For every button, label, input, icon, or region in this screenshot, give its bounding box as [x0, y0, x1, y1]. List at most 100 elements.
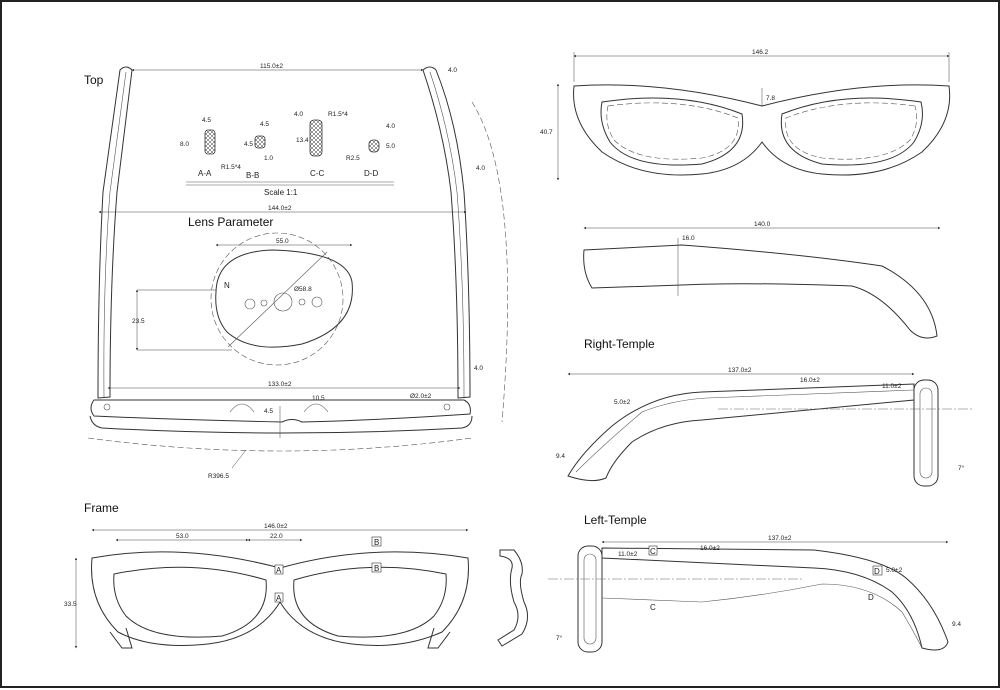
- dim-tp-16: 16.0: [682, 235, 695, 242]
- frame-right-temple-stub: [427, 627, 451, 649]
- dim-top-4b: 4.0: [476, 165, 485, 172]
- dim-sec-45c: 4.5: [244, 141, 253, 148]
- dim-rt-7: 7°: [958, 464, 965, 472]
- section-c-bottom: C: [650, 603, 656, 612]
- dim-lt-94: 9.4: [952, 621, 961, 628]
- dim-sec-80: 8.0: [180, 141, 189, 148]
- frame-left-temple-stub: [109, 627, 133, 649]
- dim-top-4c: 4.0: [474, 365, 483, 372]
- left-temple-view: Left-Temple 137.0±2 11.0±2 16.0±2 5.0±2 …: [548, 513, 961, 653]
- dim-tp-140: 140.0: [754, 221, 771, 228]
- lens-hole-right-small: [298, 298, 306, 306]
- dim-top-4a: 4.0: [448, 67, 457, 74]
- dim-fr-78: 7.8: [766, 95, 775, 102]
- frame-title: Frame: [84, 501, 119, 515]
- lens-mark: N: [224, 281, 230, 290]
- dim-lt-137: 137.0±2: [768, 535, 792, 542]
- section-cc-profile: [309, 119, 323, 157]
- right-temple-outline: [567, 383, 915, 482]
- lens-circle: [210, 232, 344, 366]
- dim-sec-40a: 4.0: [294, 111, 303, 118]
- left-temple-lower-edge: [601, 583, 923, 649]
- frame-view: Frame 146.0±2 53.0 22.0 33.5 A A B B: [64, 501, 528, 649]
- frame-left-lens: [113, 566, 267, 638]
- lens-center-circle: [273, 292, 293, 312]
- dim-lt-16: 16.0±2: [700, 545, 720, 552]
- dim-top-45: 4.5: [264, 408, 273, 415]
- top-temple-sweep: [471, 101, 508, 423]
- top-hinge-left: [103, 403, 111, 411]
- dim-sec-50: 5.0: [386, 143, 395, 150]
- dim-rt-94: 9.4: [556, 453, 565, 460]
- lens-parameter-title: Lens Parameter: [188, 215, 273, 229]
- lens-hole-left-small: [260, 299, 268, 307]
- front-view-top: 146.2 40.7 7.8: [540, 49, 951, 181]
- top-left-temple: [97, 66, 133, 399]
- dim-top-144: 144.0±2: [268, 205, 292, 212]
- top-view-title: Top: [84, 73, 104, 87]
- section-b-top: B: [374, 538, 379, 547]
- top-front-bar-lower: [89, 415, 473, 434]
- lens-shape: [215, 249, 353, 348]
- section-a-marker-bottom: [274, 592, 284, 603]
- section-b-marker-top: [371, 536, 382, 547]
- dim-fb-335: 33.5: [64, 601, 77, 608]
- dim-rt-16: 16.0±2: [800, 377, 820, 384]
- top-right-temple: [422, 66, 471, 399]
- front-right-lens: [780, 97, 923, 166]
- right-temple-hinge: [913, 379, 939, 487]
- dim-sec-40b: 4.0: [386, 123, 395, 130]
- section-a-top: A: [276, 566, 282, 575]
- frame-outline: [91, 551, 469, 646]
- top-base-arc: [87, 437, 473, 452]
- dim-top-r396: R396.5: [208, 473, 229, 480]
- section-d-top: D: [874, 567, 880, 576]
- section-c-marker-top: [648, 545, 658, 556]
- dim-sec-45b: 4.5: [260, 121, 269, 128]
- dim-sec-r25: R2.5: [346, 155, 360, 162]
- dim-lens-235: 23.5: [132, 318, 145, 325]
- section-bb-profile: [254, 135, 266, 149]
- section-a-bottom: A: [276, 594, 282, 603]
- dim-top-2: Ø2.0±2: [410, 393, 432, 400]
- section-aa-profile: [204, 129, 216, 155]
- top-view: Top 115.0±2 4.0 4.0 4.0 144.0±2 133.0±2 …: [84, 63, 508, 480]
- top-nose-pads: [229, 403, 329, 413]
- dim-fb-53: 53.0: [176, 533, 189, 540]
- right-temple-hinge-inner: [919, 387, 933, 479]
- left-temple-title: Left-Temple: [584, 513, 647, 527]
- temple-profile: 140.0 16.0: [583, 221, 941, 339]
- lens-hole-left: [244, 298, 256, 310]
- section-dd-profile: [368, 139, 380, 153]
- section-bb-label: B-B: [246, 171, 259, 180]
- dim-top-105: 10.5: [312, 395, 325, 402]
- right-temple-inner: [575, 389, 915, 473]
- top-front-bar: [90, 399, 471, 423]
- front-right-lens-groove: [785, 102, 917, 160]
- left-temple-hinge-inner: [583, 553, 597, 645]
- left-temple-hinge: [577, 545, 603, 653]
- right-temple-view: Right-Temple 137.0±2 16.0±2 11.0±2 5.0±2…: [556, 337, 972, 487]
- top-right-temple-inner: [429, 71, 465, 398]
- lens-hole-right: [311, 296, 323, 308]
- section-cc-label: C-C: [310, 169, 324, 178]
- dim-top-115: 115.0±2: [260, 63, 283, 70]
- dim-lens-55: 55.0: [276, 238, 289, 245]
- dim-lt-5: 5.0±2: [886, 567, 903, 574]
- dim-sec-134: 13.4: [296, 137, 309, 144]
- top-left-temple-inner: [103, 71, 127, 398]
- right-temple-title: Right-Temple: [584, 337, 655, 351]
- dim-lt-11: 11.0±2: [618, 551, 638, 558]
- dim-fb-146: 146.0±2: [264, 523, 288, 530]
- dim-fr-407: 40.7: [540, 129, 553, 136]
- dim-rt-11: 11.0±2: [882, 383, 902, 390]
- dim-lt-7: 7°: [556, 634, 563, 642]
- dim-fb-22: 22.0: [270, 533, 283, 540]
- front-left-lens-groove: [606, 102, 739, 160]
- dim-lens-d58: Ø58.8: [294, 286, 312, 293]
- top-hinge-right: [443, 403, 451, 411]
- frame-side-profile: [497, 549, 528, 647]
- dim-rt-5: 5.0±2: [614, 399, 631, 406]
